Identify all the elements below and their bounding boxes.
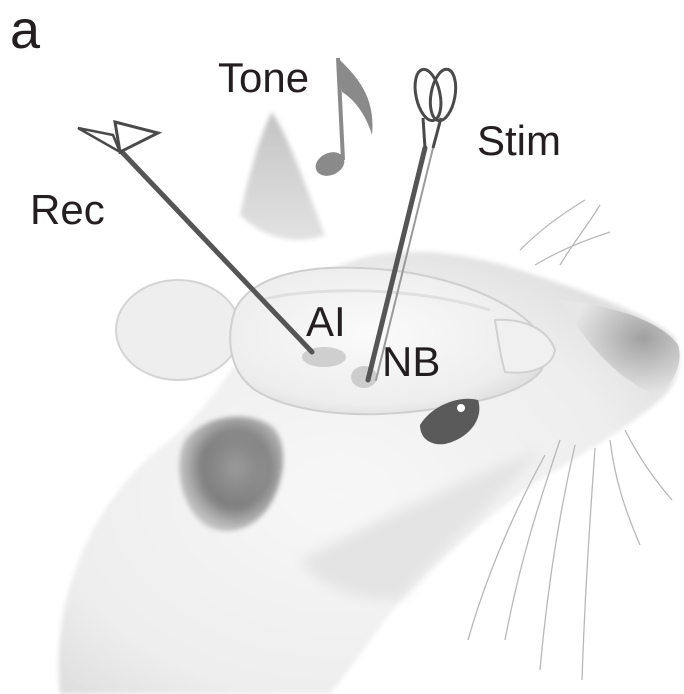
panel-letter: a <box>10 0 41 60</box>
amplifier-triangle-icon <box>115 122 158 152</box>
stim-loop-left <box>411 67 445 123</box>
music-note-icon <box>312 58 373 180</box>
label-rec: Rec <box>30 186 105 233</box>
label-stim: Stim <box>477 117 561 164</box>
label-nb: NB <box>382 338 440 385</box>
cerebellum <box>116 280 240 380</box>
label-tone: Tone <box>218 54 309 101</box>
far-ear <box>240 112 325 240</box>
recording-wire <box>78 128 120 152</box>
label-ai: AI <box>306 298 346 345</box>
eye-highlight <box>457 404 465 412</box>
